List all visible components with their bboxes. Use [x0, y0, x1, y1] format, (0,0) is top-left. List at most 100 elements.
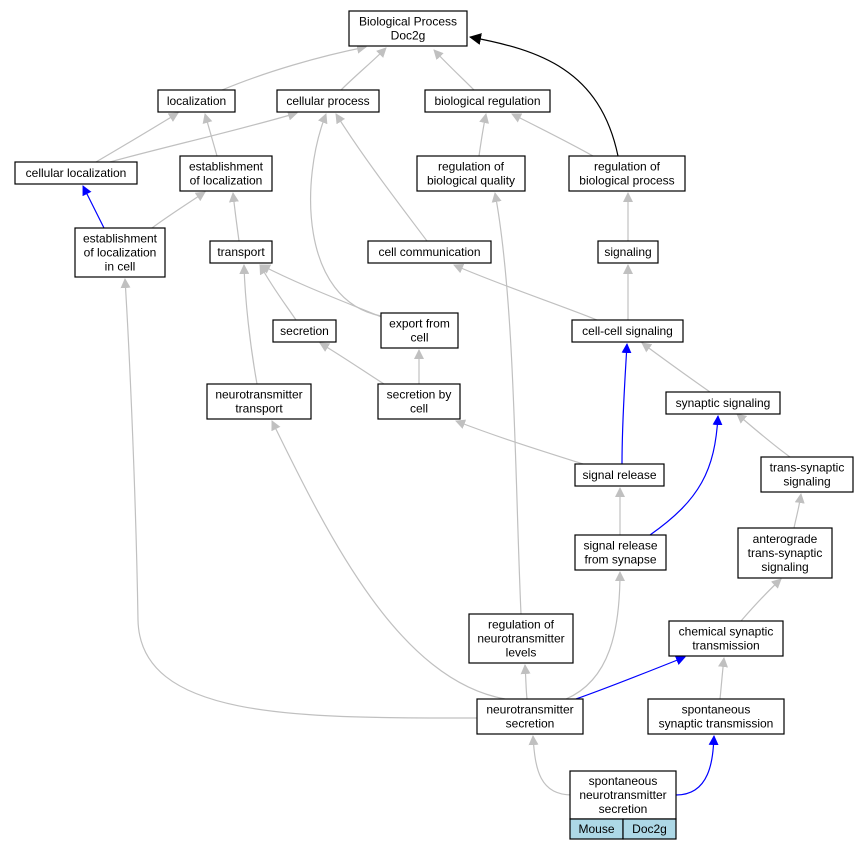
node-label: establishment — [189, 160, 264, 174]
node-box — [367, 240, 492, 264]
edge-ntsec-to-srsyn — [565, 571, 625, 700]
node-label: regulation of — [594, 160, 661, 174]
node-label: synaptic transmission — [659, 717, 774, 731]
node-label: cell-cell signaling — [582, 324, 673, 338]
node-cproc[interactable]: cellular process — [276, 89, 380, 113]
node-label: cellular localization — [26, 166, 127, 180]
edge-ccsig-to-ccomm — [453, 264, 598, 321]
node-label: of localization — [84, 246, 157, 260]
node-label: trans-synaptic — [770, 461, 845, 475]
node-transp[interactable]: transport — [209, 240, 273, 264]
node-label: from synapse — [584, 553, 656, 567]
node-label: anterograde — [753, 532, 818, 546]
node-box — [14, 161, 138, 185]
node-label: neurotransmitter — [477, 632, 564, 646]
node-label: localization — [167, 94, 226, 108]
edge-ntsec-to-regntl — [520, 664, 531, 700]
node-box — [179, 155, 273, 192]
node-label: spontaneous — [682, 703, 751, 717]
edge-nttr-to-transp — [239, 264, 258, 385]
node-label: signal release — [582, 468, 656, 482]
node-box — [157, 89, 236, 113]
node-label: signaling — [761, 560, 808, 574]
node-box — [568, 155, 686, 192]
edge-loc-to-root — [221, 43, 367, 91]
edge-chem-to-antero — [740, 578, 782, 622]
node-box — [647, 698, 785, 735]
edge-antero-to-tssig — [793, 493, 805, 529]
node-loc[interactable]: localization — [157, 89, 236, 113]
edge-cproc-to-root — [340, 47, 387, 91]
edge-cloc-to-loc — [95, 112, 179, 163]
node-label: biological process — [579, 174, 674, 188]
node-box — [476, 698, 584, 735]
edge-regbp-to-breg — [511, 113, 594, 157]
node-sig[interactable]: signaling — [597, 240, 659, 264]
legend-cell — [622, 818, 677, 840]
edge-sponst-to-chem — [718, 657, 728, 700]
edge-estcell-to-estloc — [151, 191, 206, 229]
node-focus[interactable]: spontaneousneurotransmittersecretionMous… — [569, 770, 677, 840]
edge-focus-to-sponst — [675, 735, 719, 796]
node-label: chemical synaptic — [679, 625, 774, 639]
node-sigrel[interactable]: signal release — [574, 463, 665, 487]
edge-estcell-to-cloc — [82, 185, 105, 229]
node-label: neurotransmitter — [579, 788, 666, 802]
node-label: Biological Process — [359, 15, 457, 29]
edge-synsig-to-ccsig — [641, 342, 711, 393]
node-box — [380, 312, 459, 349]
edge-ntsec-to-estcell — [120, 278, 478, 719]
node-ccsig[interactable]: cell-cell signaling — [571, 319, 684, 343]
edge-secbc-to-secr — [319, 342, 385, 385]
node-box — [416, 155, 526, 192]
node-box — [574, 463, 665, 487]
node-cloc[interactable]: cellular localization — [14, 161, 138, 185]
node-synsig[interactable]: synaptic signaling — [665, 391, 781, 415]
node-box — [569, 770, 677, 820]
node-label: secretion — [506, 717, 555, 731]
edge-regbp-to-root — [469, 33, 619, 157]
node-label: neurotransmitter — [486, 703, 573, 717]
node-secr[interactable]: secretion — [272, 319, 337, 343]
node-label: neurotransmitter — [215, 388, 302, 402]
node-label: secretion — [280, 324, 329, 338]
edge-export-to-transp — [260, 264, 385, 319]
node-ccomm[interactable]: cell communication — [367, 240, 492, 264]
node-box — [209, 240, 273, 264]
node-label: secretion by — [387, 388, 452, 402]
node-box — [760, 456, 854, 493]
node-label: transport — [217, 245, 265, 259]
node-label: spontaneous — [589, 774, 658, 788]
node-box — [74, 227, 166, 278]
node-breg[interactable]: biological regulation — [424, 89, 551, 113]
node-box — [424, 89, 551, 113]
edge-transp-to-estloc — [228, 192, 240, 242]
edge-regbq-to-breg — [478, 113, 490, 157]
edge-breg-to-root — [433, 49, 475, 91]
edge-export-to-cproc — [310, 113, 382, 317]
node-box — [665, 391, 781, 415]
node-box — [597, 240, 659, 264]
node-label: Doc2g — [391, 29, 426, 43]
node-box — [668, 620, 784, 657]
edge-ccomm-to-cproc — [335, 113, 428, 242]
node-box — [377, 383, 461, 420]
node-box — [272, 319, 337, 343]
node-label: of localization — [190, 174, 263, 188]
